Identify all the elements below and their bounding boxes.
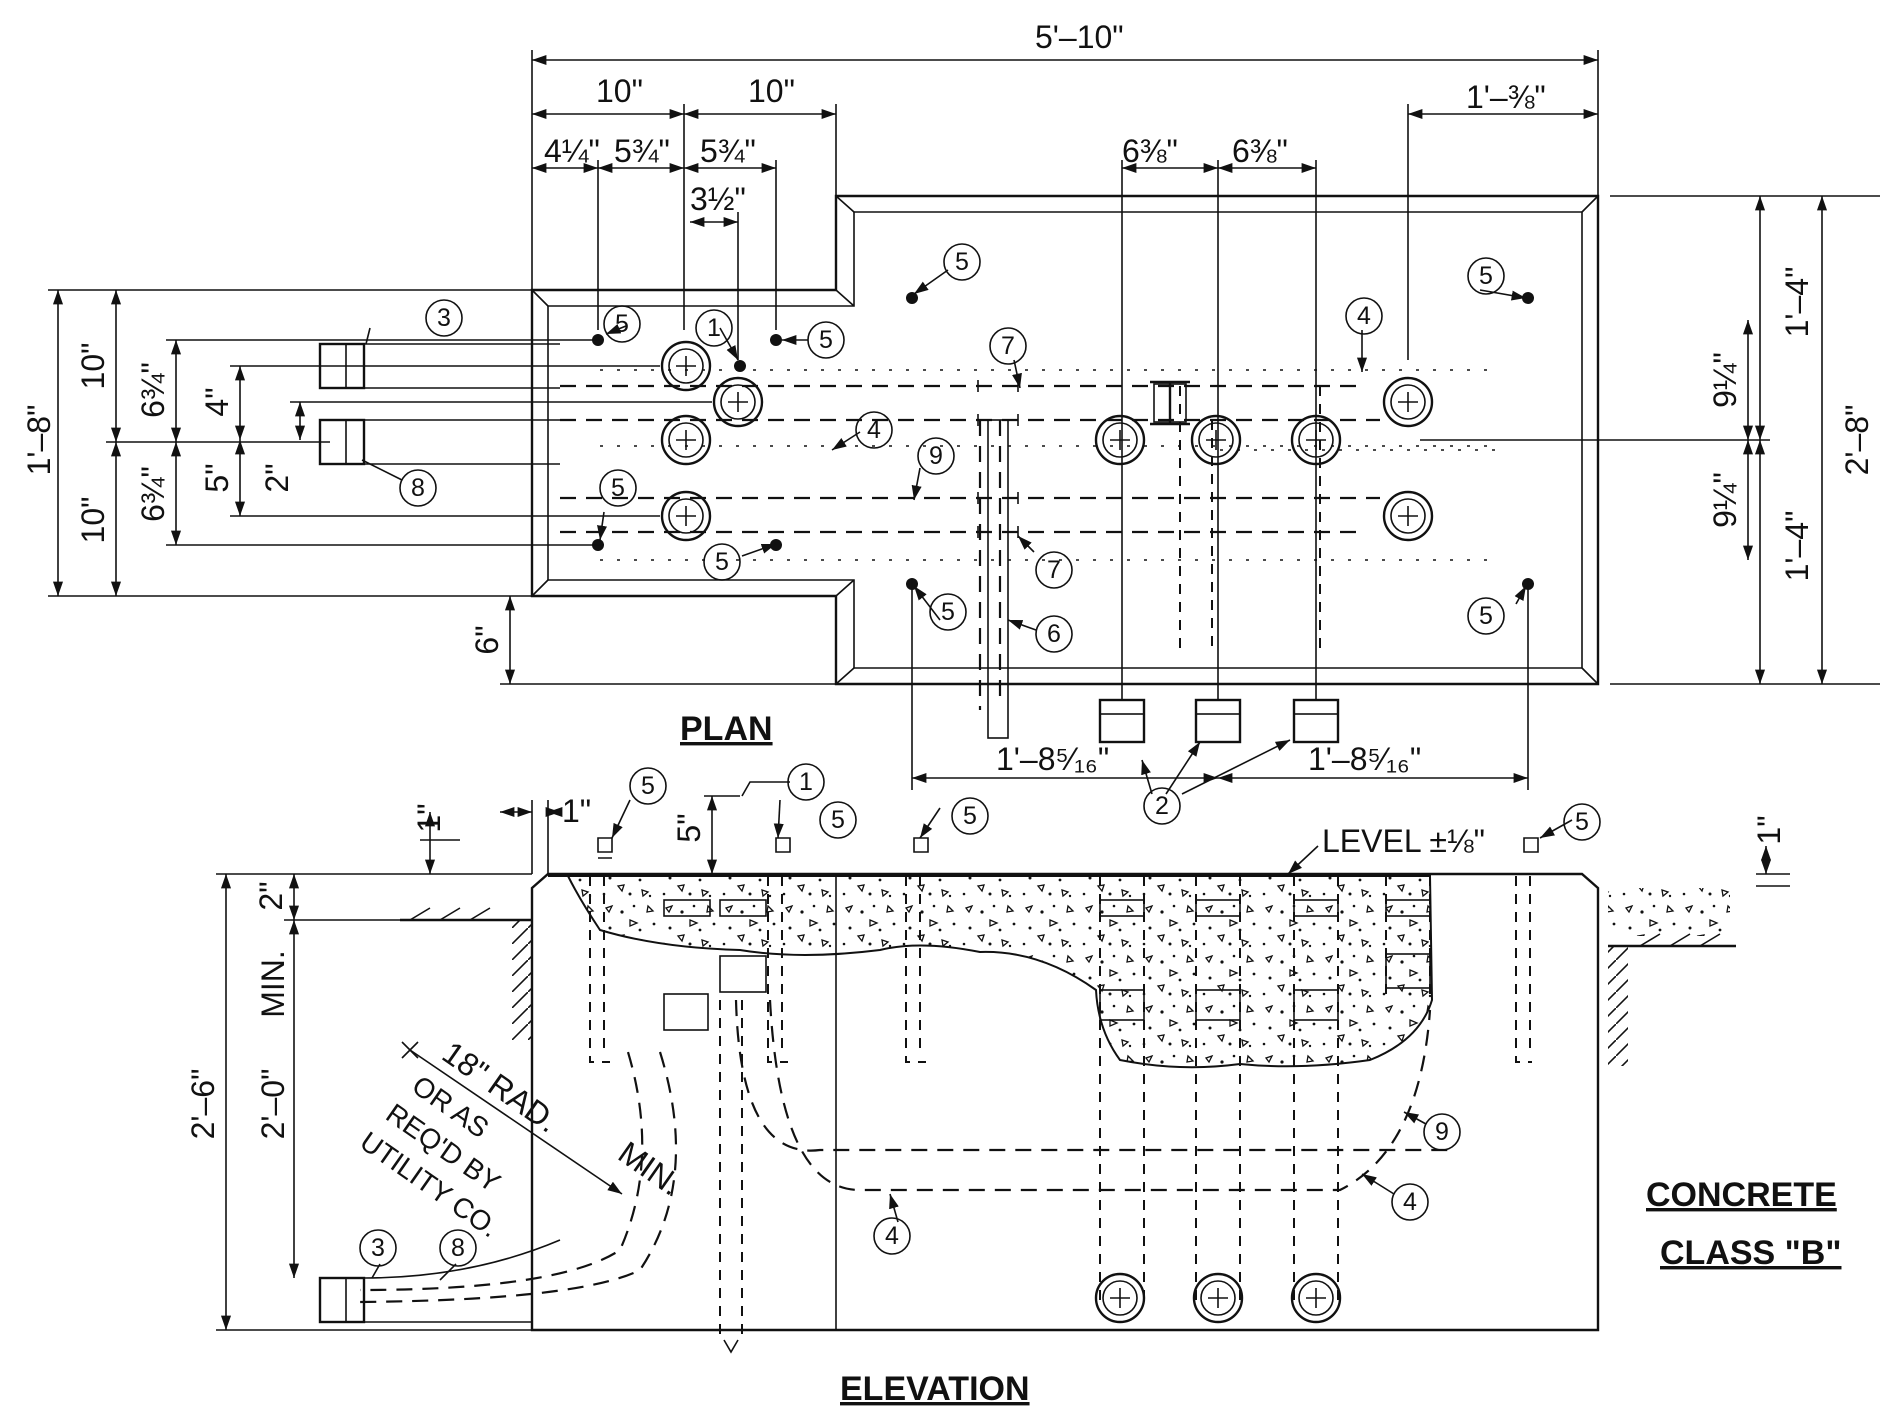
elevation-labels: 1" 1" 5" 1" 2" 2'–6" 2'–0" MIN. LEVEL ±⅛…	[185, 793, 1787, 1243]
dim-bottom-left: 1'–8⁵⁄₁₆"	[996, 741, 1109, 777]
dim-left-10a: 10"	[596, 73, 643, 109]
elev-dim-1b: 1"	[562, 793, 591, 829]
dim-4-1-4: 4¼"	[544, 133, 600, 169]
callout-4-plan-a: 4	[1357, 302, 1371, 330]
callout-5-plan-d: 5	[1479, 262, 1493, 290]
conduit-left-elevation	[318, 1239, 561, 1324]
level-label: LEVEL ±⅛"	[1322, 823, 1485, 859]
elev-dim-2: 2"	[253, 881, 289, 910]
callout-5-plan-e: 5	[611, 474, 625, 502]
callout-5-elev-a: 5	[641, 772, 655, 800]
concrete-title-line1: CONCRETE	[1646, 1176, 1837, 1214]
callout-5-plan-f: 5	[715, 548, 729, 576]
dim-right-lower: 1'–4"	[1779, 511, 1815, 582]
callout-4-elev-b: 4	[885, 1222, 899, 1250]
callout-5-elev-b: 5	[831, 806, 845, 834]
callout-5-plan-b: 5	[819, 326, 833, 354]
elevation-dimensions	[216, 795, 1790, 1331]
dim-5: 5"	[199, 463, 235, 492]
callout-3-elev: 3	[371, 1234, 385, 1262]
callouts: 3 5 1 5 5 7 4 5 4 9 8 5 5 7 5 6 5 2 5 1 …	[359, 243, 1601, 1281]
callout-5-plan-a: 5	[615, 310, 629, 338]
i-beam-plan	[1150, 380, 1190, 426]
conduits-bottom-plan	[1098, 160, 1340, 744]
elev-dim-min-label: MIN.	[255, 950, 291, 1018]
plan-dimensions	[48, 50, 1880, 790]
elev-dim-total: 2'–6"	[185, 1069, 221, 1140]
dim-6-3-4b: 6¾"	[135, 466, 171, 522]
plan-title: PLAN	[680, 710, 773, 748]
callout-8-elev: 8	[451, 1234, 465, 1262]
callout-3-plan: 3	[437, 304, 451, 332]
concrete-title-line2: CLASS "B"	[1660, 1234, 1841, 1272]
dim-6: 6"	[469, 625, 505, 654]
plan-view: 5'–10" 10" 10" 4¼" 5¾" 5¾" 3½" 6⅜" 6⅜" 1…	[21, 19, 1880, 790]
dim-2: 2"	[259, 463, 295, 492]
dim-overall-width: 5'–10"	[1035, 19, 1124, 55]
dim-3-1-2: 3½"	[690, 181, 746, 217]
callout-1-plan: 1	[707, 314, 721, 342]
plan-grounding-points	[592, 292, 1534, 590]
dim-left-upper: 10"	[75, 343, 111, 390]
elev-dim-1c: 1"	[1751, 815, 1787, 844]
elev-dim-1a: 1"	[411, 803, 447, 832]
dim-bottom-right: 1'–8⁵⁄₁₆"	[1308, 741, 1421, 777]
dim-4: 4"	[199, 387, 235, 416]
dim-5-3-4a: 5¾"	[614, 133, 670, 169]
dim-5-3-4b: 5¾"	[700, 133, 756, 169]
callout-9-plan: 9	[929, 442, 943, 470]
dim-left-total: 1'–8"	[21, 405, 57, 476]
dim-9-1-4a: 9¼"	[1707, 352, 1743, 408]
dim-right-upper: 1'–4"	[1779, 267, 1815, 338]
radius-min-label: MIN.	[612, 1134, 688, 1202]
callout-5-plan-h: 5	[1479, 602, 1493, 630]
callout-6-plan: 6	[1047, 620, 1061, 648]
callout-1-elev: 1	[799, 768, 813, 796]
elevation-view: 1" 1" 5" 1" 2" 2'–6" 2'–0" MIN. LEVEL ±⅛…	[185, 793, 1841, 1408]
callout-5-elev-d: 5	[1575, 808, 1589, 836]
dim-right-total: 2'–8"	[1839, 405, 1875, 476]
plan-dimension-labels: 5'–10" 10" 10" 4¼" 5¾" 5¾" 3½" 6⅜" 6⅜" 1…	[21, 19, 1875, 777]
callout-5-plan-c: 5	[955, 248, 969, 276]
bottom-bolts-elevation	[1094, 1272, 1342, 1324]
dim-left-lower: 10"	[75, 497, 111, 544]
dim-6-3-8a: 6⅜"	[1122, 133, 1178, 169]
conduits-left-plan	[318, 342, 560, 466]
dim-6-3-8b: 6⅜"	[1232, 133, 1288, 169]
callout-7-plan-b: 7	[1047, 556, 1061, 584]
anchor-bolts-elevation	[589, 837, 1539, 1063]
callout-4-elev-a: 4	[1403, 1188, 1417, 1216]
callout-8-plan: 8	[411, 474, 425, 502]
callout-5-plan-g: 5	[941, 598, 955, 626]
elevation-title: ELEVATION	[840, 1370, 1030, 1408]
callout-5-elev-c: 5	[963, 802, 977, 830]
concrete-cutaway	[548, 875, 1434, 1069]
dim-6-3-4a: 6¾"	[135, 362, 171, 418]
callout-4-plan-b: 4	[867, 416, 881, 444]
conduits-vertical-elevation	[663, 876, 1431, 1300]
callout-9-elev: 9	[1435, 1118, 1449, 1146]
callout-7-plan-a: 7	[1001, 332, 1015, 360]
dim-9-1-4b: 9¼"	[1707, 472, 1743, 528]
callout-2-plan: 2	[1155, 792, 1169, 820]
dim-1-3-8: 1'–⅜"	[1466, 79, 1546, 115]
elev-dim-5: 5"	[671, 813, 707, 842]
dim-left-10b: 10"	[748, 73, 795, 109]
anchor-bolts-plan	[660, 340, 1434, 542]
ground-hatching	[400, 907, 1736, 1066]
elev-dim-min-depth: 2'–0"	[255, 1069, 291, 1140]
